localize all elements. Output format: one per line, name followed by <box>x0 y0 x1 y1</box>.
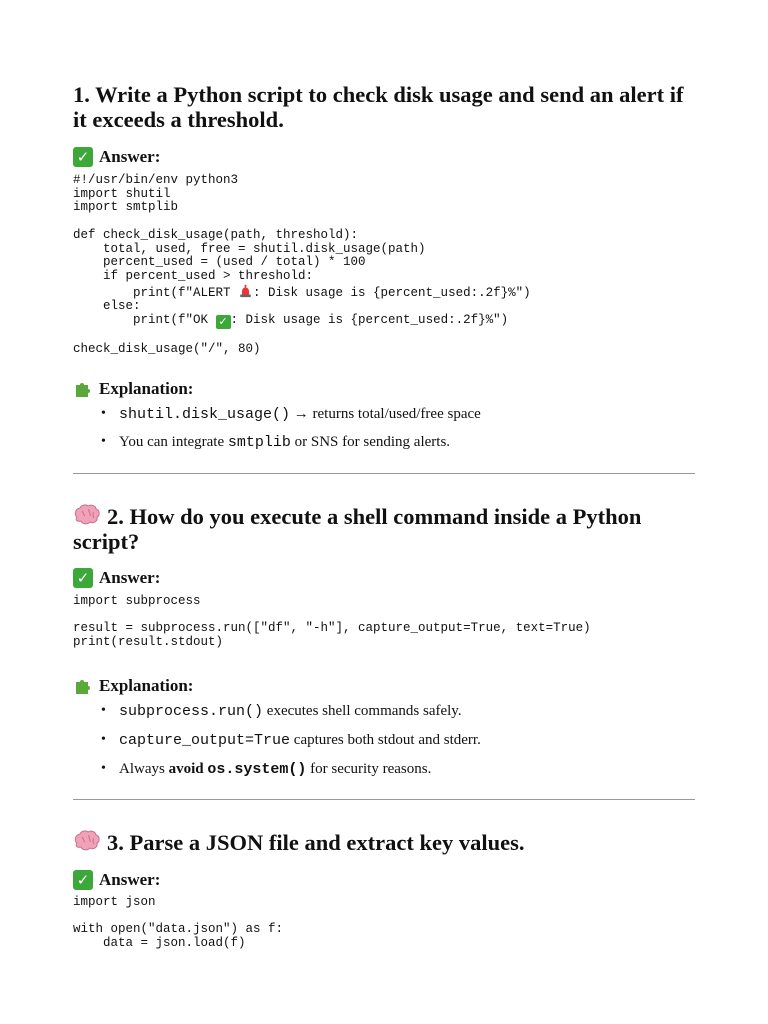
check-mark-icon: ✓ <box>73 568 93 588</box>
answer-heading-1: ✓ Answer: <box>73 147 160 167</box>
explanation-label: Explanation: <box>99 676 194 695</box>
explanation-heading-1: Explanation: <box>73 379 193 399</box>
question-1: 1. Write a Python script to check disk u… <box>73 82 695 132</box>
brain-icon <box>74 830 100 851</box>
code-block-1: #!/usr/bin/env python3 import shutil imp… <box>73 173 531 356</box>
check-mark-icon: ✓ <box>215 315 231 330</box>
question-2-title: 2. How do you execute a shell command in… <box>73 504 642 554</box>
answer-label: Answer: <box>99 568 161 587</box>
list-item: shutil.disk_usage() → returns total/used… <box>73 405 695 433</box>
explanation-list-2: subprocess.run() executes shell commands… <box>73 702 695 779</box>
siren-icon <box>240 284 251 297</box>
question-1-title: 1. Write a Python script to check disk u… <box>73 82 684 132</box>
explanation-heading-2: Explanation: <box>73 676 193 696</box>
puzzle-piece-icon <box>73 379 93 399</box>
answer-heading-2: ✓ Answer: <box>73 568 160 588</box>
question-3: 3. Parse a JSON file and extract key val… <box>73 829 695 855</box>
answer-label: Answer: <box>99 870 161 889</box>
list-item: Always avoid os.system() for security re… <box>73 760 695 779</box>
code-block-2: import subprocess result = subprocess.ru… <box>73 594 591 650</box>
question-2: 2. How do you execute a shell command in… <box>73 503 695 554</box>
list-item: subprocess.run() executes shell commands… <box>73 702 695 731</box>
answer-label: Answer: <box>99 147 161 166</box>
divider <box>73 799 695 800</box>
divider <box>73 473 695 474</box>
answer-heading-3: ✓ Answer: <box>73 870 160 890</box>
brain-icon <box>74 504 100 525</box>
explanation-label: Explanation: <box>99 379 194 398</box>
code-block-3: import json with open("data.json") as f:… <box>73 895 284 951</box>
explanation-list-1: shutil.disk_usage() → returns total/used… <box>73 405 695 452</box>
check-mark-icon: ✓ <box>73 147 93 167</box>
list-item: You can integrate smtplib or SNS for sen… <box>73 433 695 452</box>
code-line: #!/usr/bin/env python3 import shutil imp… <box>73 173 531 356</box>
puzzle-piece-icon <box>73 676 93 696</box>
list-item: capture_output=True captures both stdout… <box>73 731 695 760</box>
question-3-title: 3. Parse a JSON file and extract key val… <box>73 829 695 855</box>
check-mark-icon: ✓ <box>73 870 93 890</box>
